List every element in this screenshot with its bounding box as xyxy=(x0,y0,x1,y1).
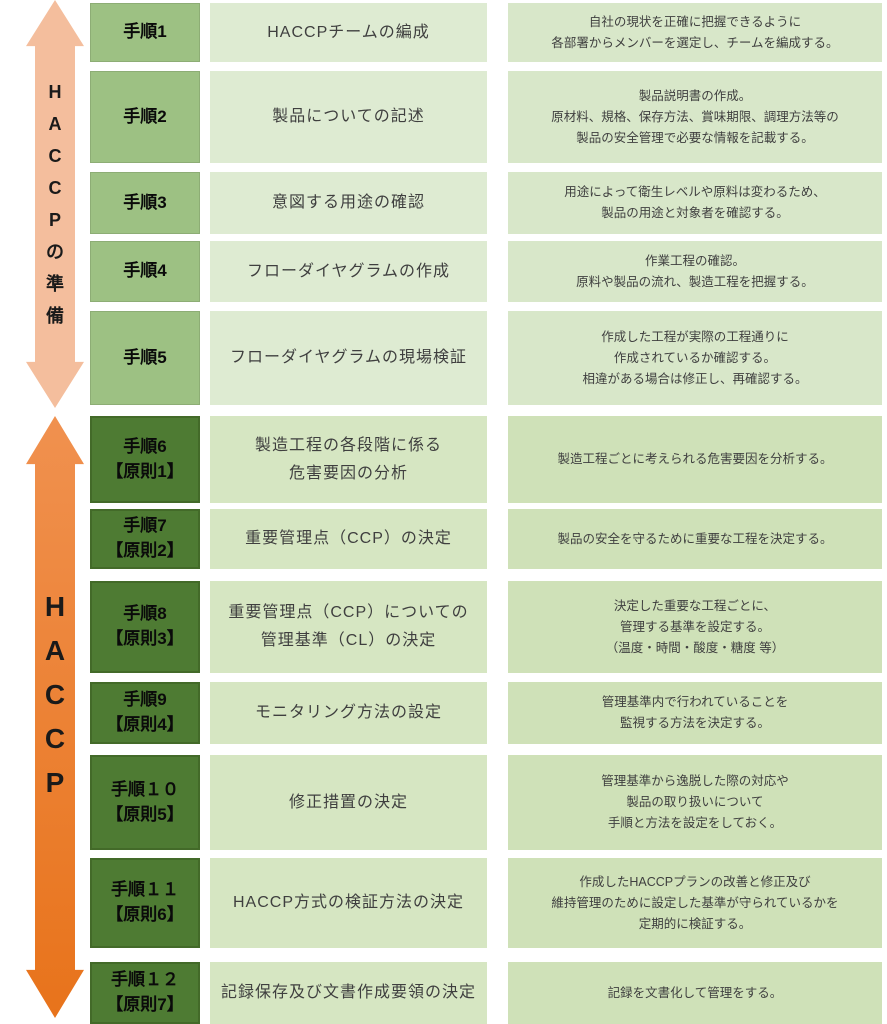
step-title-box: 修正措置の決定 xyxy=(210,755,487,850)
haccp-section-arrow-label: HACCP xyxy=(44,591,66,798)
haccp-section-arrow xyxy=(26,416,84,1018)
principle-number: 【原則7】 xyxy=(106,995,184,1014)
step-number: 手順7 xyxy=(123,516,167,536)
step-description: 管理基準内で行われていることを 監視する方法を決定する。 xyxy=(601,695,789,730)
principle-number: 【原則4】 xyxy=(106,715,184,734)
step-number: 手順9 xyxy=(123,690,167,710)
principle-number: 【原則2】 xyxy=(106,541,184,560)
step-row-1: 手順1 HACCPチームの編成 自社の現状を正確に把握できるように 各部署からメ… xyxy=(0,3,887,62)
step-number: 手順1 xyxy=(123,22,167,42)
step-number: 手順１１ xyxy=(111,880,179,900)
step-title-box: フローダイヤグラムの現場検証 xyxy=(210,311,487,405)
step-description-box: 用途によって衛生レベルや原料は変わるため、 製品の用途と対象者を確認する。 xyxy=(508,172,882,234)
step-title: モニタリング方法の設定 xyxy=(254,704,442,721)
step-label-box: 手順5 xyxy=(90,311,200,405)
step-title-box: HACCP方式の検証方法の決定 xyxy=(210,858,487,948)
step-row-8: 手順8 【原則3】 重要管理点（CCP）についての 管理基準（CL）の決定 決定… xyxy=(0,581,887,673)
step-title: HACCPチームの編成 xyxy=(267,23,430,41)
step-title-box: モニタリング方法の設定 xyxy=(210,682,487,744)
step-description-box: 作成した工程が実際の工程通りに 作成されているか確認する。 相違がある場合は修正… xyxy=(508,311,882,405)
step-label-box: 手順１１ 【原則6】 xyxy=(90,858,200,948)
step-title: 意図する用途の確認 xyxy=(271,194,425,211)
step-label-box: 手順6 【原則1】 xyxy=(90,416,200,503)
prep-section-arrow-label: HACCPの準備 xyxy=(45,82,64,326)
step-title: 製造工程の各段階に係る 危害要因の分析 xyxy=(254,436,442,482)
step-number: 手順１２ xyxy=(111,970,179,990)
step-description: 作成したHACCPプランの改善と修正及び 維持管理のために設定した基準が守られて… xyxy=(551,874,839,931)
step-description-box: 管理基準内で行われていることを 監視する方法を決定する。 xyxy=(508,682,882,744)
step-title-box: 重要管理点（CCP）の決定 xyxy=(210,509,487,569)
step-title: フローダイヤグラムの作成 xyxy=(246,262,451,280)
prep-section-arrow xyxy=(26,0,84,408)
step-number: 手順3 xyxy=(123,192,167,212)
step-number: 手順4 xyxy=(123,261,167,281)
step-description-box: 製品の安全を守るために重要な工程を決定する。 xyxy=(508,509,882,569)
step-row-4: 手順4 フローダイヤグラムの作成 作業工程の確認。 原料や製品の流れ、製造工程を… xyxy=(0,241,887,302)
step-label-box: 手順3 xyxy=(90,172,200,234)
principle-number: 【原則5】 xyxy=(106,804,184,824)
step-label-box: 手順2 xyxy=(90,71,200,163)
step-row-12: 手順１２ 【原則7】 記録保存及び文書作成要領の決定 記録を文書化して管理をする… xyxy=(0,962,887,1024)
step-description-box: 自社の現状を正確に把握できるように 各部署からメンバーを選定し、チームを編成する… xyxy=(508,3,882,62)
step-number: 手順8 xyxy=(123,604,167,624)
step-description-box: 製造工程ごとに考えられる危害要因を分析する。 xyxy=(508,416,882,503)
step-title: 重要管理点（CCP）の決定 xyxy=(245,530,452,547)
step-label-box: 手順１２ 【原則7】 xyxy=(90,962,200,1024)
step-description: 作業工程の確認。 原料や製品の流れ、製造工程を把握する。 xyxy=(576,253,814,289)
step-number: 手順１０ xyxy=(111,779,179,799)
step-title-box: フローダイヤグラムの作成 xyxy=(210,241,487,302)
step-number: 手順2 xyxy=(123,106,167,126)
step-label-box: 手順9 【原則4】 xyxy=(90,682,200,744)
step-title: HACCP方式の検証方法の決定 xyxy=(232,894,464,911)
step-row-11: 手順１１ 【原則6】 HACCP方式の検証方法の決定 作成したHACCPプランの… xyxy=(0,858,887,948)
step-description: 製品説明書の作成。 原材料、規格、保存方法、賞味期限、調理方法等の 製品の安全管… xyxy=(551,88,839,145)
step-title-box: 製造工程の各段階に係る 危害要因の分析 xyxy=(210,416,487,503)
step-row-7: 手順7 【原則2】 重要管理点（CCP）の決定 製品の安全を守るために重要な工程… xyxy=(0,509,887,569)
step-description-box: 記録を文書化して管理をする。 xyxy=(508,962,882,1024)
step-description-box: 決定した重要な工程ごとに、 管理する基準を設定する。 （温度・時間・酸度・糖度 … xyxy=(508,581,882,673)
principle-number: 【原則6】 xyxy=(106,905,184,924)
step-title: 記録保存及び文書作成要領の決定 xyxy=(220,984,476,1001)
step-title-box: HACCPチームの編成 xyxy=(210,3,487,62)
principle-number: 【原則1】 xyxy=(106,461,184,481)
step-description-box: 作業工程の確認。 原料や製品の流れ、製造工程を把握する。 xyxy=(508,241,882,302)
step-label-box: 手順4 xyxy=(90,241,200,302)
step-description: 作成した工程が実際の工程通りに 作成されているか確認する。 相違がある場合は修正… xyxy=(582,329,808,386)
step-row-5: 手順5 フローダイヤグラムの現場検証 作成した工程が実際の工程通りに 作成されて… xyxy=(0,311,887,405)
step-description: 製造工程ごとに考えられる危害要因を分析する。 xyxy=(557,452,833,466)
step-description-box: 製品説明書の作成。 原材料、規格、保存方法、賞味期限、調理方法等の 製品の安全管… xyxy=(508,71,882,163)
step-description: 記録を文書化して管理をする。 xyxy=(607,985,783,1000)
step-label-box: 手順１０ 【原則5】 xyxy=(90,755,200,850)
step-row-2: 手順2 製品についての記述 製品説明書の作成。 原材料、規格、保存方法、賞味期限… xyxy=(0,71,887,163)
step-label-box: 手順8 【原則3】 xyxy=(90,581,200,673)
step-description: 製品の安全を守るために重要な工程を決定する。 xyxy=(557,531,833,546)
step-title-box: 製品についての記述 xyxy=(210,71,487,163)
step-description: 管理基準から逸脱した際の対応や 製品の取り扱いについて 手順と方法を設定をしてお… xyxy=(601,774,789,830)
step-description: 用途によって衛生レベルや原料は変わるため、 製品の用途と対象者を確認する。 xyxy=(564,185,826,220)
principle-number: 【原則3】 xyxy=(106,629,184,648)
step-number: 手順5 xyxy=(123,347,167,367)
step-number: 手順6 xyxy=(123,436,167,456)
step-title-box: 重要管理点（CCP）についての 管理基準（CL）の決定 xyxy=(210,581,487,673)
step-title: フローダイヤグラムの現場検証 xyxy=(229,349,468,366)
step-title-box: 記録保存及び文書作成要領の決定 xyxy=(210,962,487,1024)
step-label-box: 手順1 xyxy=(90,3,200,62)
step-description: 自社の現状を正確に把握できるように 各部署からメンバーを選定し、チームを編成する… xyxy=(551,14,839,50)
step-title: 修正措置の決定 xyxy=(288,793,408,811)
step-description: 決定した重要な工程ごとに、 管理する基準を設定する。 （温度・時間・酸度・糖度 … xyxy=(605,598,785,655)
step-row-3: 手順3 意図する用途の確認 用途によって衛生レベルや原料は変わるため、 製品の用… xyxy=(0,172,887,234)
step-label-box: 手順7 【原則2】 xyxy=(90,509,200,569)
step-row-10: 手順１０ 【原則5】 修正措置の決定 管理基準から逸脱した際の対応や 製品の取り… xyxy=(0,755,887,850)
step-row-6: 手順6 【原則1】 製造工程の各段階に係る 危害要因の分析 製造工程ごとに考えら… xyxy=(0,416,887,503)
step-description-box: 管理基準から逸脱した際の対応や 製品の取り扱いについて 手順と方法を設定をしてお… xyxy=(508,755,882,850)
step-row-9: 手順9 【原則4】 モニタリング方法の設定 管理基準内で行われていることを 監視… xyxy=(0,682,887,744)
step-title-box: 意図する用途の確認 xyxy=(210,172,487,234)
step-title: 製品についての記述 xyxy=(272,108,425,125)
step-title: 重要管理点（CCP）についての 管理基準（CL）の決定 xyxy=(228,604,469,649)
step-description-box: 作成したHACCPプランの改善と修正及び 維持管理のために設定した基準が守られて… xyxy=(508,858,882,948)
